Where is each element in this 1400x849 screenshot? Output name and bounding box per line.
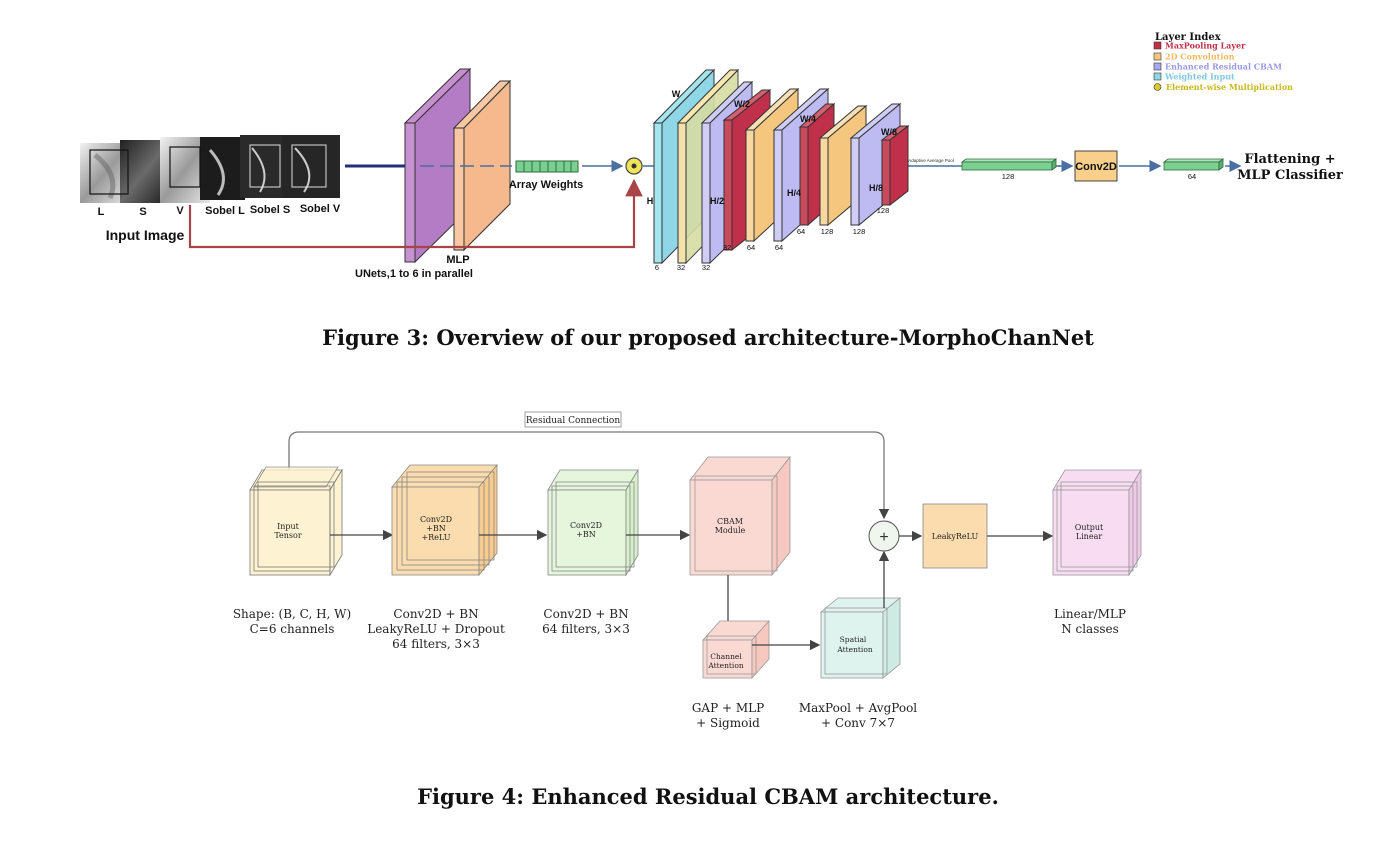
spatial-desc-line1: MaxPool + AvgPool [799,701,917,715]
channel-label: 6 [655,263,659,272]
dim-h: H [647,196,654,206]
backbone-layers [652,68,910,265]
input-image-label: Input Image [106,227,185,243]
fc-64-block [1162,158,1225,171]
channel-label: 128 [853,227,866,236]
dim-w: W [672,89,681,99]
adaptive-pool-label: Adaptive Average Pool [908,158,953,163]
output-label-line2: MLP Classifier [1237,168,1343,183]
channel-label: 64 [775,243,783,252]
thumb-sobel-v [282,135,340,198]
output-desc-line1: Linear/MLP [1054,607,1126,621]
input-tensor-label-line2: Tensor [274,531,302,540]
channel-attention-block [702,619,770,680]
channel-label: 128 [821,227,834,236]
residual-connection-arrow [288,431,890,520]
residual-connection-label: Residual Connection [526,416,620,426]
leaky-relu-label: LeakyReLU [932,532,979,541]
addition-symbol: + [879,529,888,546]
output-linear-block [1052,468,1142,577]
dim-h8: H/8 [869,183,883,193]
legend-title: Layer Index [1155,32,1222,43]
output-linear-label-line1: Output [1075,523,1104,532]
dim-w2: W/2 [734,99,750,109]
channel-label: 64 [797,227,805,236]
dim-h4: H/4 [787,188,801,198]
channel-desc-line2: + Sigmoid [696,716,760,730]
mlp-label: MLP [446,254,469,266]
channel-label: 32 [702,263,710,272]
legend-item-weighted: Weighted Input [1164,72,1235,82]
channel-label: 128 [877,206,890,215]
input-desc-line1: Shape: (B, C, H, W) [233,607,351,621]
output-desc-line2: N classes [1061,622,1119,636]
channel-label: 32 [677,263,685,272]
conv1-label-line1: Conv2D [420,515,452,524]
conv2-block [547,468,639,577]
fc-64-label: 64 [1188,172,1196,181]
input-tensor-label-line1: Input [277,522,300,531]
channel-desc-line1: GAP + MLP [692,701,764,715]
cbam-label-line2: Module [715,526,746,535]
legend-item-conv: 2D Convolution [1165,52,1235,62]
conv1-desc-line3: 64 filters, 3×3 [392,637,480,651]
figure4-caption: Figure 4: Enhanced Residual CBAM archite… [417,784,999,809]
conv1-desc-line2: LeakyReLU + Dropout [367,622,505,636]
thumb-label-sobel-s: Sobel S [250,204,290,216]
spatial-desc-line2: + Conv 7×7 [821,716,895,730]
figure3-diagram: L S V Sobel L Sobel S Sobel V Input Imag… [80,32,1343,280]
array-weights-label: Array Weights [509,179,583,191]
spatial-attention-label-line1: Spatial [840,635,867,644]
fc-128-block [960,158,1058,171]
legend-item-cbam: Enhanced Residual CBAM [1165,62,1282,72]
figure4-diagram: Residual Connection Input Tensor Conv2D … [233,411,1142,730]
dim-w8: W/8 [881,127,897,137]
thumb-label-sobel-v: Sobel V [300,203,341,215]
conv1-block [391,463,498,577]
fc-128-label: 128 [1002,172,1015,181]
leaky-relu-block [922,503,988,569]
output-linear-label-line2: Linear [1076,532,1103,541]
conv2d-label: Conv2D [1075,161,1117,173]
conv2d-block [1074,150,1118,182]
thumb-label-l: L [98,206,105,218]
layer-legend: Layer Index MaxPooling Layer 2D Convolut… [1153,32,1293,92]
unets-label: UNets,1 to 6 in parallel [355,268,473,280]
output-label-line1: Flattening + [1244,152,1335,167]
conv2-desc-line2: 64 filters, 3×3 [542,622,630,636]
conv2-desc-line1: Conv2D + BN [543,607,628,621]
weighted-input-path [188,178,643,249]
input-thumbnails [80,135,340,203]
conv1-desc-line1: Conv2D + BN [393,607,478,621]
thumb-label-v: V [176,205,184,217]
cbam-module-block [689,455,791,577]
residual-connection-box [524,411,622,428]
dim-h2: H/2 [710,196,724,206]
dim-w4: W/4 [800,114,816,124]
channel-attention-label-line2: Attention [707,661,744,670]
input-tensor-block [249,466,343,577]
conv2-label-line2: +BN [576,530,596,539]
conv1-label-line3: +ReLU [421,533,450,542]
legend-item-multiplication: Element-wise Multiplication [1166,82,1293,92]
figure3-caption: Figure 3: Overview of our proposed archi… [322,325,1094,350]
thumb-label-sobel-l: Sobel L [205,205,245,217]
legend-item-maxpooling: MaxPooling Layer [1165,41,1246,51]
thumb-label-s: S [139,206,146,218]
spatial-attention-block [819,597,902,679]
cbam-label-line1: CBAM [717,517,743,526]
conv2-label-line1: Conv2D [570,521,602,530]
array-weights [515,160,579,173]
conv1-label-line2: +BN [426,524,446,533]
input-desc-line2: C=6 channels [250,622,335,636]
channel-label: 64 [747,243,755,252]
spatial-attention-label-line2: Attention [836,645,873,654]
channel-attention-label-line1: Channel [710,652,742,661]
channel-label: 32 [723,243,731,252]
